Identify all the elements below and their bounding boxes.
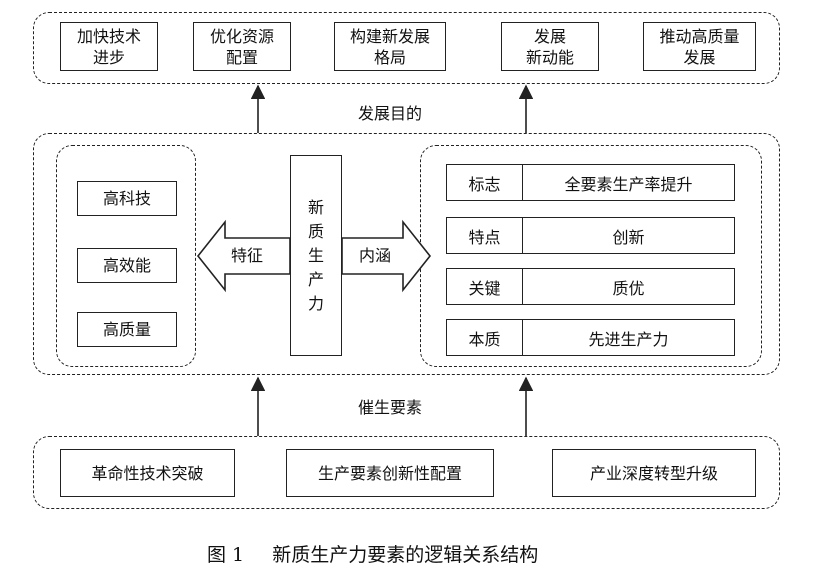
connotation-value: 创新	[612, 227, 645, 247]
goal-box: 发展 新动能	[501, 22, 599, 71]
feature-box: 高质量	[77, 312, 177, 347]
connotation-row: 关键 质优	[446, 268, 735, 305]
goals-group	[33, 12, 780, 84]
connotation-key: 特点	[447, 218, 523, 253]
feature-box: 高科技	[77, 181, 177, 216]
goal-label: 构建新发展 格局	[349, 26, 430, 67]
connotation-row: 特点 创新	[446, 217, 735, 254]
feature-label: 高科技	[102, 189, 151, 208]
connotation-value: 先进生产力	[588, 329, 669, 349]
development-goal-label: 发展目的	[357, 104, 422, 123]
connotation-value: 全要素生产率提升	[564, 174, 693, 194]
connotation-row: 标志 全要素生产率提升	[446, 164, 735, 201]
factor-box: 革命性技术突破	[60, 449, 235, 497]
factors-group	[33, 436, 780, 509]
factor-box: 产业深度转型升级	[552, 449, 756, 497]
feature-box: 高效能	[77, 248, 177, 283]
right-block-arrow	[341, 219, 432, 293]
factor-box: 生产要素创新性配置	[286, 449, 494, 497]
feature-label: 高效能	[102, 256, 151, 275]
goal-label: 优化资源 配置	[209, 26, 274, 67]
connotation-arrow-label: 内涵	[358, 246, 391, 265]
goal-box: 构建新发展 格局	[334, 22, 446, 71]
figure-title: 新质生产力要素的逻辑关系结构	[272, 544, 539, 566]
middle-group	[33, 133, 780, 375]
goal-box: 推动高质量 发展	[643, 22, 756, 71]
goal-box: 加快技术 进步	[60, 22, 158, 71]
new-productivity-label: 新质生产力	[308, 197, 325, 313]
goal-label: 加快技术 进步	[76, 26, 141, 67]
goal-box: 优化资源 配置	[193, 22, 291, 71]
goal-label: 推动高质量 发展	[659, 26, 740, 67]
figure-number: 图 1	[207, 544, 245, 566]
factors-label: 催生要素	[357, 398, 422, 417]
features-group	[56, 145, 196, 367]
connotation-key: 本质	[447, 320, 523, 355]
connotation-key: 关键	[447, 269, 523, 304]
factor-label: 生产要素创新性配置	[317, 463, 462, 483]
figure-caption: 图 1 新质生产力要素的逻辑关系结构	[207, 540, 627, 567]
feature-label: 高质量	[102, 320, 151, 339]
factor-label: 革命性技术突破	[91, 463, 204, 483]
goal-label: 发展 新动能	[525, 26, 574, 67]
left-block-arrow	[196, 219, 291, 293]
new-productivity-box: 新质生产力	[290, 155, 342, 356]
factor-label: 产业深度转型升级	[589, 463, 718, 483]
feature-arrow-label: 特征	[230, 246, 263, 265]
connotation-row: 本质 先进生产力	[446, 319, 735, 356]
connotation-key: 标志	[447, 165, 523, 200]
connotation-value: 质优	[612, 278, 645, 298]
